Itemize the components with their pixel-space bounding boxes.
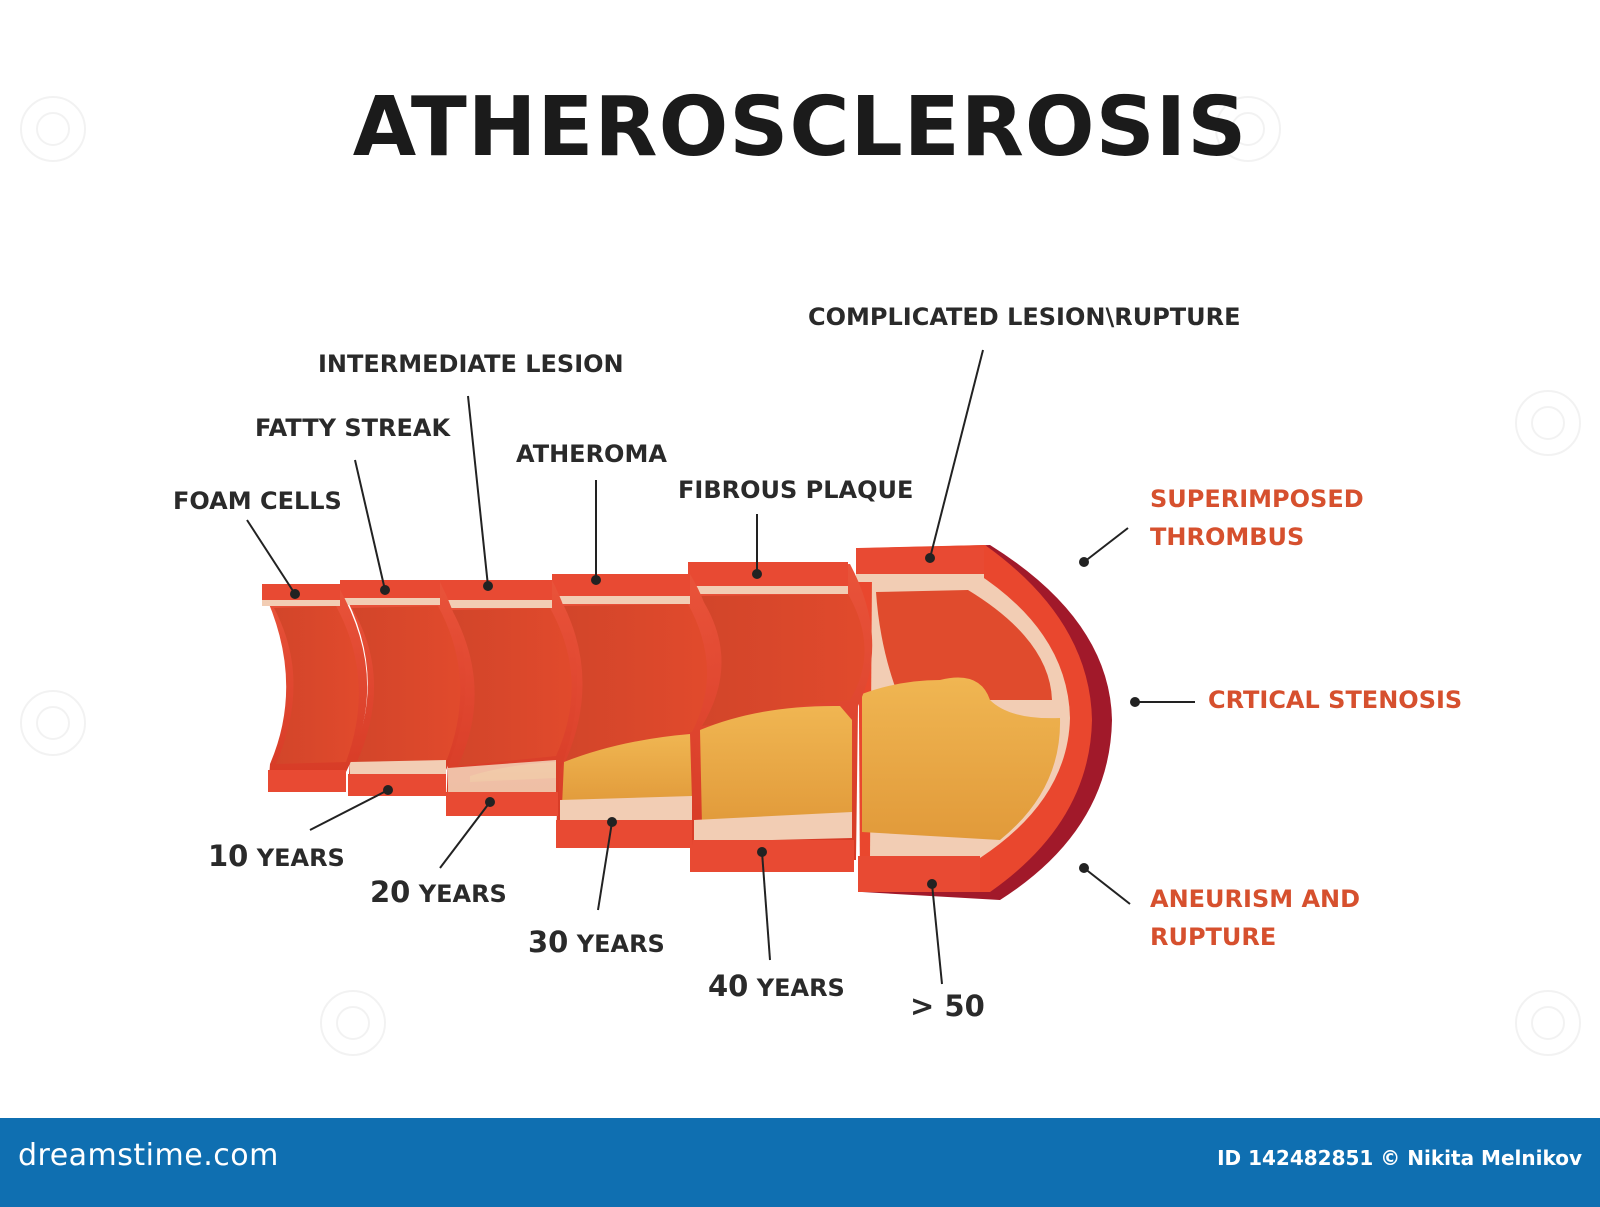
- label-complicated-lesion: COMPLICATED LESION\RUPTURE: [808, 303, 1241, 331]
- watermark-logo: [1515, 390, 1581, 456]
- wall-face-bottom: [858, 856, 980, 892]
- wall-face-top: [688, 562, 848, 590]
- label-superimposed: SUPERIMPOSED: [1150, 485, 1364, 513]
- label-fatty-streak: FATTY STREAK: [255, 414, 451, 442]
- label-fibrous-plaque: FIBROUS PLAQUE: [678, 476, 913, 504]
- wall-face-top: [552, 574, 690, 600]
- vessel-lumen: [274, 606, 359, 764]
- leader-foam-cells: [246, 519, 296, 595]
- wall-face-top-stripe: [552, 596, 690, 604]
- wall-face-bottom: [446, 792, 558, 816]
- wall-face-top: [340, 580, 440, 602]
- wall-face-bottom: [690, 840, 854, 872]
- vessel-lumen: [352, 606, 461, 764]
- wall-face-bottom: [348, 774, 446, 796]
- leader-intermediate-lesion: [467, 395, 489, 587]
- label-intermediate-lesion: INTERMEDIATE LESION: [318, 350, 624, 378]
- segment-intermediate-lesion: [440, 580, 578, 816]
- wall-face-bottom: [268, 770, 346, 792]
- watermark-logo: [20, 690, 86, 756]
- segment-fatty-streak: [340, 580, 466, 796]
- page-title: ATHEROSCLEROSIS: [352, 80, 1248, 175]
- label-10-years: 10 YEARS: [208, 839, 345, 873]
- segment-fibrous-plaque: [688, 562, 873, 872]
- label-20-years: 20 YEARS: [370, 875, 507, 909]
- wall-face-bottom: [556, 820, 692, 848]
- watermark-logo: [1515, 990, 1581, 1056]
- label-aneurism: ANEURISM AND: [1150, 885, 1360, 913]
- leader-40-years: [761, 851, 771, 961]
- leader-lines-bottom: [309, 785, 943, 985]
- wall-face-top: [262, 584, 340, 604]
- leader-complicated-lesion: [929, 349, 984, 559]
- leader-lines-right: [1079, 527, 1195, 905]
- footer-credit: ID 142482851 © Nikita Melnikov: [1217, 1146, 1582, 1170]
- plaque-core: [562, 734, 692, 806]
- vessel-lumen: [452, 608, 572, 766]
- label-critical-stenosis: CRTICAL STENOSIS: [1208, 686, 1462, 714]
- wall-face-top-stripe: [340, 598, 440, 605]
- intima-layer: [560, 796, 692, 824]
- label-50-plus: > 50: [910, 989, 985, 1023]
- watermark-logo: [320, 990, 386, 1056]
- label-rupture: RUPTURE: [1150, 923, 1276, 951]
- leader-30-years: [597, 821, 613, 911]
- label-30-years: 30 YEARS: [528, 925, 665, 959]
- leader-50-years: [931, 883, 943, 985]
- label-atheroma: ATHEROMA: [516, 440, 667, 468]
- leader-thrombus: [1083, 527, 1129, 563]
- leader-lines-top: [246, 349, 984, 599]
- footer-bar: dreamstime.com ID 142482851 © Nikita Mel…: [0, 1118, 1600, 1207]
- wall-face-top: [856, 548, 984, 578]
- wall-face-top-stripe: [262, 600, 340, 606]
- plaque-core: [862, 677, 1061, 840]
- leader-10-years: [309, 789, 389, 831]
- plaque-core: [700, 705, 852, 826]
- artery-diagram: FOAM CELLS FATTY STREAK INTERMEDIATE LES…: [173, 303, 1462, 1023]
- watermark-logo: [1215, 96, 1281, 162]
- intima-layer: [694, 812, 852, 842]
- wall-face-top-stripe: [856, 574, 984, 582]
- vessel-lumen: [876, 590, 1052, 700]
- leader-aneurism: [1083, 867, 1131, 905]
- label-40-years: 40 YEARS: [708, 969, 845, 1003]
- intima-layer: [448, 760, 556, 796]
- intima-layer: [350, 760, 446, 778]
- label-foam-cells: FOAM CELLS: [173, 487, 342, 515]
- leader-20-years: [439, 801, 491, 869]
- leader-fatty-streak: [354, 459, 386, 591]
- vessel-lumen: [700, 594, 865, 726]
- label-thrombus: THROMBUS: [1150, 523, 1304, 551]
- footer-brand[interactable]: dreamstime.com: [18, 1138, 279, 1173]
- segment-complicated-lesion: [856, 545, 1112, 900]
- vessel-lumen: [564, 604, 708, 760]
- wall-face-top-stripe: [688, 586, 848, 594]
- wall-face-top-stripe: [440, 600, 552, 608]
- segment-foam-cells: [262, 584, 368, 792]
- segment-atheroma: [552, 574, 715, 848]
- watermark-logo: [20, 96, 86, 162]
